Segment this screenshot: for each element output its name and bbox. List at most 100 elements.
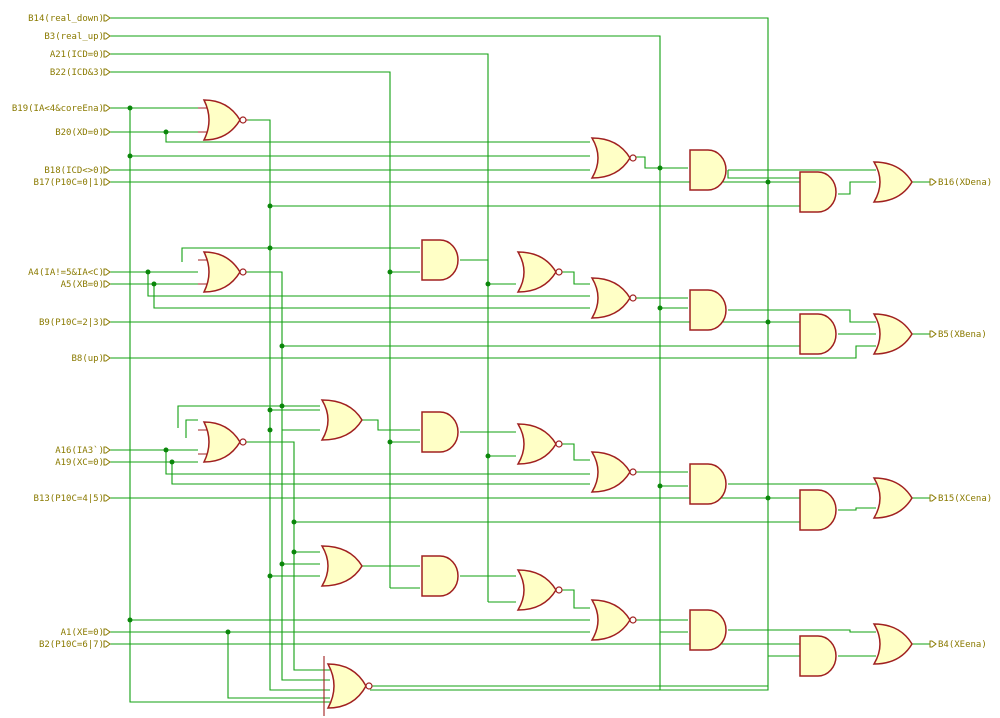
junction-dot	[765, 495, 771, 501]
input-port-a16: A16(IA3`)	[55, 445, 111, 456]
junction-dot	[485, 281, 491, 287]
junction-dot	[387, 439, 393, 445]
and-gate	[421, 239, 459, 281]
junction-dot	[657, 165, 663, 171]
junction-dot	[163, 129, 169, 135]
junction-dot	[279, 343, 285, 349]
junction-dot	[765, 179, 771, 185]
junction-dot	[267, 203, 273, 209]
port-label: B5(XBena)	[938, 330, 987, 340]
junction-dot	[279, 403, 285, 409]
junction-dot	[127, 617, 133, 623]
port-label: B4(XEena)	[938, 640, 987, 650]
port-label: A1(XE=0)	[61, 628, 104, 638]
or-gate	[872, 313, 913, 355]
port-label: A21(ICD=0)	[50, 50, 104, 60]
and-gate	[799, 313, 837, 355]
output-port-b4: B4(XEena)	[929, 640, 987, 650]
junction-dot	[485, 453, 491, 459]
input-port-b14: B14(real_down)	[28, 14, 111, 24]
port-label: A4(IA!=5&IA<C)	[28, 268, 104, 278]
nor-gate	[590, 277, 637, 319]
output-port-b5: B5(XBena)	[929, 330, 987, 340]
input-port-a19: A19(XC=0)	[55, 458, 111, 468]
nor-gate	[198, 99, 248, 141]
port-label: B16(XDena)	[938, 178, 992, 188]
input-ports: B14(real_down) B3(real_up) A21(ICD=0) B2…	[12, 14, 111, 650]
junction-dot	[127, 105, 133, 111]
output-port-b16: B16(XDena)	[929, 178, 992, 188]
junction-dot	[657, 305, 663, 311]
input-port-b9: B9(P10C=2|3)	[39, 318, 111, 328]
nor-gate	[516, 251, 563, 293]
output-port-b15: B15(XCena)	[929, 494, 992, 504]
and-gate	[689, 289, 727, 331]
input-port-b17: B17(P10C=0|1)	[34, 178, 111, 188]
junction-dot	[169, 459, 175, 465]
input-port-b19: B19(IA<4&coreEna)	[12, 104, 111, 114]
input-port-b22: B22(ICD&3)	[50, 68, 111, 78]
junction-dot	[267, 427, 273, 433]
or-gate	[872, 623, 913, 665]
input-port-b18: B18(ICD<>0)	[44, 166, 111, 176]
port-label: B20(XD=0)	[55, 128, 104, 138]
input-port-b13: B13(P10C=4|5)	[34, 494, 111, 504]
input-port-a5: A5(XB=0)	[61, 280, 111, 290]
junction-dot	[267, 407, 273, 413]
junction-dot	[145, 269, 151, 275]
and-gate	[689, 463, 727, 505]
port-label: B3(real_up)	[44, 32, 104, 42]
and-gate	[799, 489, 837, 531]
nor-gate-multi-input	[323, 656, 373, 716]
input-port-b2: B2(P10C=6|7)	[39, 640, 111, 650]
port-label: B19(IA<4&coreEna)	[12, 104, 104, 114]
port-label: B22(ICD&3)	[50, 68, 104, 78]
or-gate	[320, 399, 363, 441]
nor-gate	[198, 421, 247, 463]
nor-gate	[590, 137, 637, 179]
nor-gate	[590, 451, 637, 493]
and-gate	[799, 635, 837, 677]
port-label: B18(ICD<>0)	[44, 166, 104, 176]
input-port-b3: B3(real_up)	[44, 32, 111, 42]
and-gate	[689, 149, 727, 191]
gates	[198, 99, 913, 716]
wires	[110, 17, 930, 703]
junction-dot	[225, 629, 231, 635]
junction-dot	[151, 281, 157, 287]
or-gate	[872, 477, 913, 519]
port-label: A5(XB=0)	[61, 280, 104, 290]
port-label: B9(P10C=2|3)	[39, 318, 104, 328]
and-gate	[799, 171, 837, 213]
input-port-b20: B20(XD=0)	[55, 128, 111, 138]
port-label: B14(real_down)	[28, 14, 104, 24]
and-gate	[421, 555, 459, 597]
output-ports: B16(XDena) B5(XBena) B15(XCena) B4(XEena…	[929, 178, 992, 650]
junction-dot	[267, 245, 273, 251]
port-label: B15(XCena)	[938, 494, 992, 504]
junction-dot	[765, 319, 771, 325]
junction-dot	[279, 561, 285, 567]
port-label: B8(up)	[71, 354, 104, 364]
input-port-a4: A4(IA!=5&IA<C)	[28, 268, 111, 278]
port-label: B2(P10C=6|7)	[39, 640, 104, 650]
junction-dot	[291, 519, 297, 525]
junction-dot	[387, 269, 393, 275]
junction-dot	[291, 549, 297, 555]
junction-dot	[127, 153, 133, 159]
port-label: A19(XC=0)	[55, 458, 104, 468]
port-label: A16(IA3`)	[55, 445, 104, 456]
junctions	[127, 105, 771, 635]
nor-gate	[516, 423, 563, 465]
junction-dot	[657, 483, 663, 489]
and-gate	[689, 609, 727, 651]
or-gate	[872, 161, 913, 203]
port-label: B13(P10C=4|5)	[34, 494, 104, 504]
input-port-a21: A21(ICD=0)	[50, 50, 111, 60]
input-port-a1: A1(XE=0)	[61, 628, 111, 638]
junction-dot	[163, 447, 169, 453]
nor-gate	[516, 569, 563, 611]
junction-dot	[267, 573, 273, 579]
input-port-b8: B8(up)	[71, 354, 111, 364]
